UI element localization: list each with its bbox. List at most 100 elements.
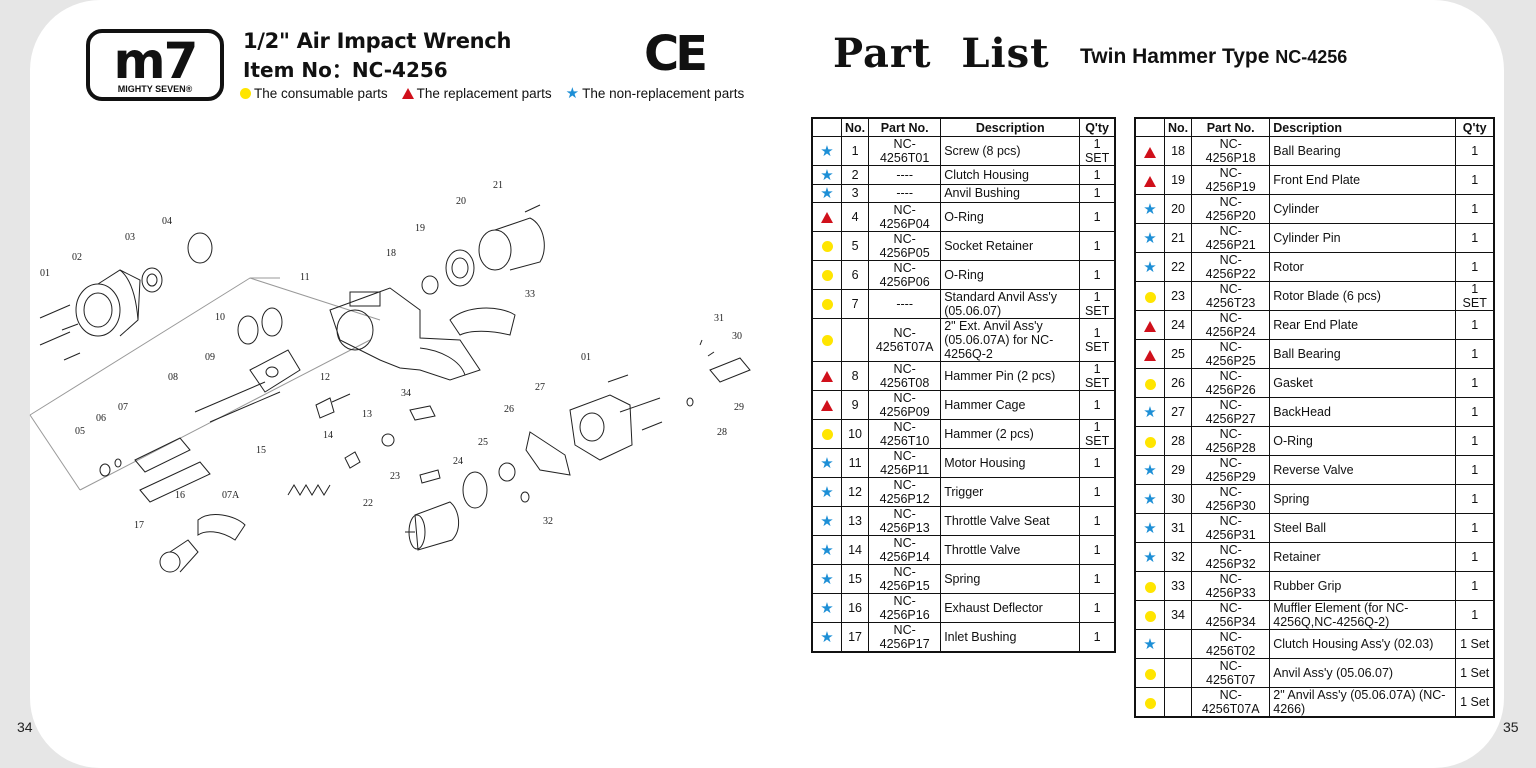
callout-16: 16 (175, 490, 185, 501)
row-no: 6 (840, 259, 870, 290)
row-description: O-Ring (1269, 426, 1457, 457)
logo-subtext: MIGHTY SEVEN® (117, 84, 193, 94)
row-qty: 1 SET (1079, 288, 1116, 319)
row-no: 8 (840, 360, 870, 391)
row-qty: 1 SET (1079, 317, 1116, 362)
row-description: Gasket (1269, 368, 1457, 399)
blue-star-icon: ★ (1143, 462, 1157, 480)
yellow-circle-icon (1144, 436, 1156, 448)
row-description: 2" Ext. Anvil Ass'y (05.06.07A) for NC-4… (940, 317, 1081, 362)
row-symbol (1134, 136, 1165, 167)
callout-02: 02 (72, 252, 82, 263)
row-description: Hammer (2 pcs) (940, 418, 1081, 449)
row-symbol (1134, 600, 1165, 631)
row-description: Clutch Housing Ass'y (02.03) (1269, 629, 1457, 660)
row-qty: 1 (1079, 621, 1116, 653)
row-qty: 1 (1455, 542, 1495, 573)
row-qty: 1 (1455, 455, 1495, 486)
exploded-diagram: 01 02 03 04 05 06 07 07A 08 09 10 11 12 … (29, 180, 751, 573)
callout-07: 07 (118, 402, 128, 413)
row-qty: 1 (1079, 165, 1116, 185)
row-no: 30 (1163, 484, 1193, 515)
row-qty: 1 (1455, 194, 1495, 225)
row-symbol: ★ (1134, 223, 1165, 254)
row-qty: 1 (1079, 230, 1116, 261)
row-part-no: NC-4256P05 (868, 230, 942, 261)
row-description: Ball Bearing (1269, 339, 1457, 370)
row-part-no: NC-4256T01 (868, 136, 942, 167)
row-qty: 1 SET (1079, 136, 1116, 167)
row-part-no: NC-4256T10 (868, 418, 942, 449)
row-qty: 1 (1455, 513, 1495, 544)
row-part-no: NC-4256P26 (1191, 368, 1271, 399)
row-part-no: NC-4256P21 (1191, 223, 1271, 254)
callout-34: 34 (401, 388, 411, 399)
row-no: 9 (840, 389, 870, 420)
callout-24: 24 (453, 456, 463, 467)
row-qty: 1 (1455, 600, 1495, 631)
row-part-no: NC-4256P12 (868, 476, 942, 507)
row-part-no: ---- (868, 183, 942, 203)
row-description: O-Ring (940, 201, 1081, 232)
red-triangle-icon (1144, 175, 1156, 187)
red-triangle-icon (821, 212, 833, 224)
blue-star-icon: ★ (820, 628, 834, 646)
logo-text: m7 (113, 32, 199, 90)
row-no: 3 (840, 183, 870, 203)
row-symbol (811, 259, 842, 290)
legend-replacement-label: The replacement parts (416, 86, 552, 101)
header-no: No. (1163, 117, 1193, 138)
callout-01-right: 01 (581, 352, 591, 363)
row-description: BackHead (1269, 397, 1457, 428)
callout-33: 33 (525, 289, 535, 300)
row-no: 19 (1163, 165, 1193, 196)
row-symbol: ★ (1134, 542, 1165, 573)
row-symbol: ★ (811, 476, 842, 507)
row-no: 13 (840, 505, 870, 536)
row-description: Hammer Pin (2 pcs) (940, 360, 1081, 391)
red-triangle-icon (821, 371, 833, 383)
callout-20: 20 (456, 196, 466, 207)
row-symbol: ★ (1134, 397, 1165, 428)
row-qty: 1 (1455, 252, 1495, 283)
row-part-no: NC-4256P28 (1191, 426, 1271, 457)
row-symbol (1134, 339, 1165, 370)
row-no: 32 (1163, 542, 1193, 573)
row-qty: 1 Set (1455, 687, 1495, 718)
row-qty: 1 Set (1455, 629, 1495, 660)
row-description: Socket Retainer (940, 230, 1081, 261)
row-description: Cylinder (1269, 194, 1457, 225)
row-no: 27 (1163, 397, 1193, 428)
row-qty: 1 SET (1079, 360, 1116, 391)
row-symbol: ★ (1134, 455, 1165, 486)
row-qty: 1 (1079, 563, 1116, 594)
blue-star-icon: ★ (1143, 230, 1157, 248)
callout-13: 13 (362, 409, 372, 420)
page-number-right: 35 (1503, 719, 1519, 735)
red-triangle-icon (821, 400, 833, 412)
row-description: Anvil Ass'y (05.06.07) (1269, 658, 1457, 689)
row-description: Screw (8 pcs) (940, 136, 1081, 167)
row-part-no: NC-4256P19 (1191, 165, 1271, 196)
row-part-no: NC-4256P32 (1191, 542, 1271, 573)
row-part-no: NC-4256P34 (1191, 600, 1271, 631)
blue-star-icon: ★ (820, 570, 834, 588)
row-symbol: ★ (811, 447, 842, 478)
row-symbol: ★ (811, 621, 842, 653)
callout-04: 04 (162, 216, 172, 227)
callout-14: 14 (323, 430, 333, 441)
row-no: 16 (840, 592, 870, 623)
row-description: Rotor (1269, 252, 1457, 283)
row-no: 21 (1163, 223, 1193, 254)
row-symbol: ★ (811, 136, 842, 167)
callout-19: 19 (415, 223, 425, 234)
